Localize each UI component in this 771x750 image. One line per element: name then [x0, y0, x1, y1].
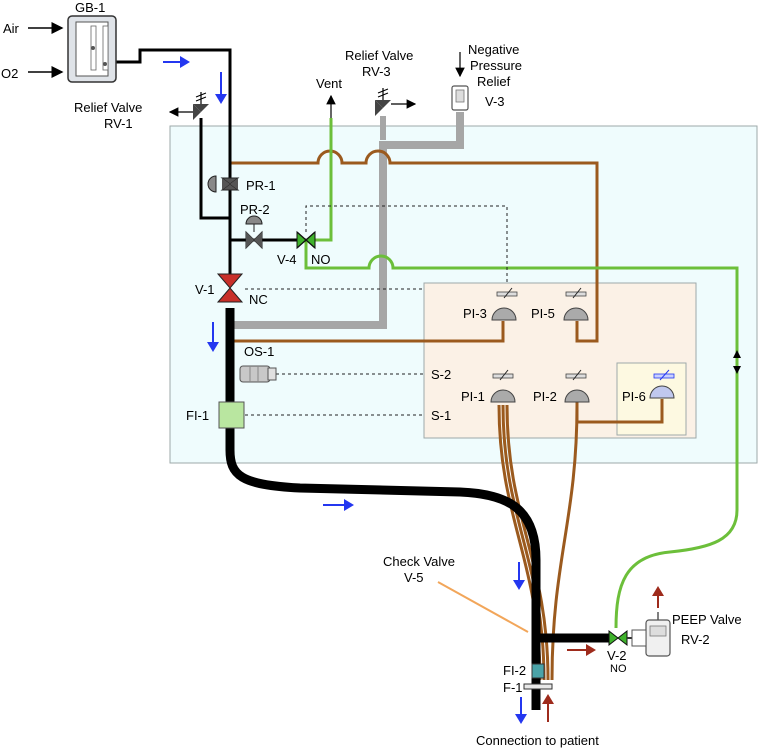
label-peep-valve: PEEP Valve — [672, 612, 742, 627]
label-pi3: PI-3 — [463, 306, 487, 321]
relief-valve-rv1 — [168, 92, 209, 120]
pressure-regulator-pr1 — [207, 175, 240, 193]
label-pr1: PR-1 — [246, 178, 276, 193]
label-rv1-title: Relief Valve — [74, 100, 142, 115]
label-neg-2: Pressure — [470, 58, 522, 73]
label-v1-nc: NC — [249, 292, 268, 307]
label-air: Air — [3, 21, 20, 36]
flow-arrows-red — [542, 586, 664, 722]
label-v1: V-1 — [195, 282, 215, 297]
flow-sensor-fi2 — [531, 663, 545, 679]
main-thick-lines — [225, 308, 612, 710]
valve-v1 — [216, 273, 244, 303]
label-pi1: PI-1 — [461, 389, 485, 404]
label-neg-3: Relief — [477, 74, 511, 89]
relief-valve-rv3 — [375, 88, 417, 140]
filter-f1 — [523, 683, 553, 690]
label-check-valve: Check Valve — [383, 554, 455, 569]
gas-blender-gb1 — [67, 15, 117, 83]
label-fi2: FI-2 — [503, 663, 526, 678]
label-v4-no: NO — [311, 252, 331, 267]
label-rv1-id: RV-1 — [104, 116, 133, 131]
pressure-regulator-pr2 — [245, 215, 263, 250]
label-pi2: PI-2 — [533, 389, 557, 404]
label-os1: OS-1 — [244, 344, 274, 359]
label-o2: O2 — [1, 66, 18, 81]
label-pr2: PR-2 — [240, 202, 270, 217]
check-valve-leader — [437, 581, 529, 633]
label-peep-valve-id: RV-2 — [681, 632, 710, 647]
negative-pressure-relief-v3 — [451, 52, 469, 111]
flow-arrows-blue — [163, 56, 527, 724]
label-pi5: PI-5 — [531, 306, 555, 321]
pressure-indicator-pi3 — [491, 287, 518, 321]
label-gb1: GB-1 — [75, 0, 105, 15]
oxygen-sensor-os1 — [239, 365, 277, 383]
label-rv3-id: RV-3 — [362, 64, 391, 79]
pressure-indicator-pi2 — [564, 369, 590, 403]
label-f1: F-1 — [503, 680, 523, 695]
label-check-valve-id: V-5 — [404, 570, 424, 585]
label-patient-connection: Connection to patient — [476, 733, 599, 748]
bidirectional-arrow — [733, 350, 741, 374]
pressure-indicator-pi6 — [649, 369, 675, 399]
label-s2: S-2 — [431, 367, 451, 382]
pressure-indicator-pi5 — [563, 287, 589, 321]
label-s1: S-1 — [431, 408, 451, 423]
label-fi1: FI-1 — [186, 408, 209, 423]
main-lines — [113, 48, 306, 280]
gray-line — [230, 112, 464, 329]
label-v2: V-2 — [607, 648, 627, 663]
label-pi6: PI-6 — [622, 389, 646, 404]
valve-v2 — [608, 629, 628, 647]
label-vent: Vent — [316, 76, 342, 91]
label-v4: V-4 — [277, 252, 297, 267]
control-lines — [245, 205, 508, 416]
label-rv3-title: Relief Valve — [345, 48, 413, 63]
flow-sensor-fi1 — [218, 401, 245, 429]
pressure-indicator-pi1 — [490, 369, 516, 403]
label-v2-no: NO — [610, 663, 627, 675]
label-neg-1: Negative — [468, 42, 519, 57]
label-neg-4: V-3 — [485, 94, 505, 109]
valve-v4 — [296, 230, 316, 250]
peep-valve-rv2 — [627, 612, 671, 657]
